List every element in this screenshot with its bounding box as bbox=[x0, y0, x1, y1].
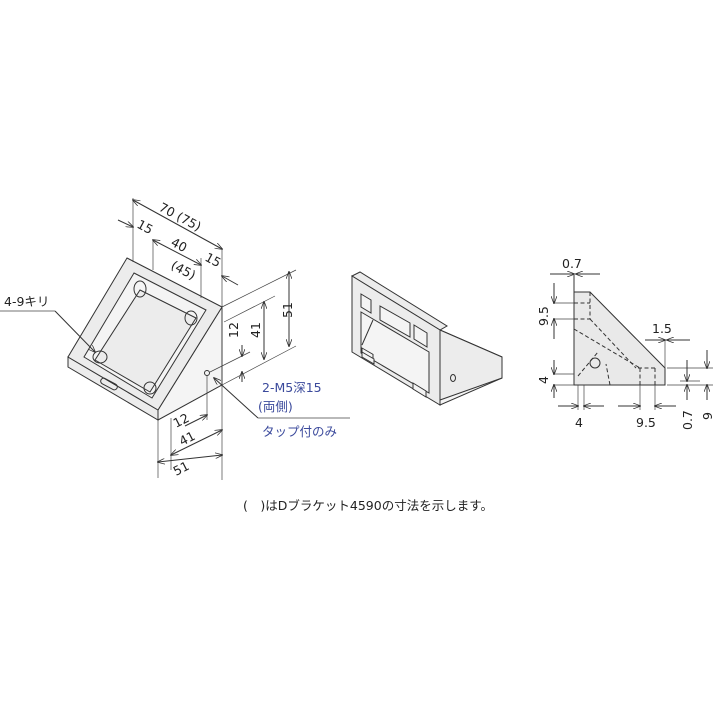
base-slot bbox=[100, 377, 118, 391]
dim-left-slot: 4 bbox=[536, 376, 551, 384]
bracket-pocket-floor bbox=[94, 289, 197, 393]
height-dimensions: 51 41 12 bbox=[209, 269, 297, 386]
dim-right-height: 9 bbox=[700, 412, 713, 420]
dim-center: 40 bbox=[169, 234, 190, 255]
hole-label: 4-9キリ bbox=[4, 294, 49, 309]
tap-hole bbox=[450, 374, 456, 382]
tap-label: 2-M5深15 bbox=[262, 380, 322, 395]
mounting-hole bbox=[133, 280, 147, 298]
dim-height-41: 41 bbox=[248, 322, 263, 338]
mounting-hole bbox=[184, 310, 198, 326]
caption: ( )はDブラケット4590の寸法を示します。 bbox=[243, 498, 493, 513]
dim-height-12: 12 bbox=[226, 322, 241, 338]
dim-lip: 1.5 bbox=[652, 321, 672, 336]
depth-dimensions: 12 41 51 bbox=[158, 376, 222, 479]
back-pocket bbox=[360, 311, 430, 394]
dim-depth-51: 51 bbox=[171, 458, 192, 479]
mounting-hole bbox=[143, 381, 157, 395]
dim-depth-41: 41 bbox=[177, 428, 198, 449]
label-plate bbox=[379, 305, 411, 338]
section-view: 0.7 9.5 4 4 9.5 1.5 0.7 9 bbox=[536, 256, 713, 430]
dim-depth-12: 12 bbox=[171, 410, 192, 431]
dim-top-slot: 9.5 bbox=[536, 306, 551, 326]
dim-right-margin: 15 bbox=[203, 249, 224, 270]
foot bbox=[412, 382, 427, 398]
dim-height-51: 51 bbox=[280, 302, 295, 318]
tap-both-sides: (両側) bbox=[258, 399, 293, 414]
mounting-hole bbox=[92, 350, 108, 364]
slot-left bbox=[360, 293, 372, 314]
tap-hole bbox=[204, 370, 210, 376]
foot bbox=[361, 351, 375, 365]
dim-bottom-left: 4 bbox=[575, 415, 583, 430]
slot-right bbox=[413, 324, 428, 348]
dim-bottom-offset: 0.7 bbox=[680, 410, 695, 430]
section-body bbox=[573, 291, 666, 386]
tap-note: タップ付のみ bbox=[262, 424, 337, 439]
dim-bottom-slot: 9.5 bbox=[636, 415, 656, 430]
isometric-back-view bbox=[350, 271, 503, 406]
dim-top-offset: 0.7 bbox=[562, 256, 582, 271]
annotations: 4-9キリ 2-M5深15 (両側) タップ付のみ bbox=[0, 294, 350, 439]
isometric-bracket bbox=[67, 257, 223, 421]
dim-left-margin: 15 bbox=[135, 216, 156, 237]
